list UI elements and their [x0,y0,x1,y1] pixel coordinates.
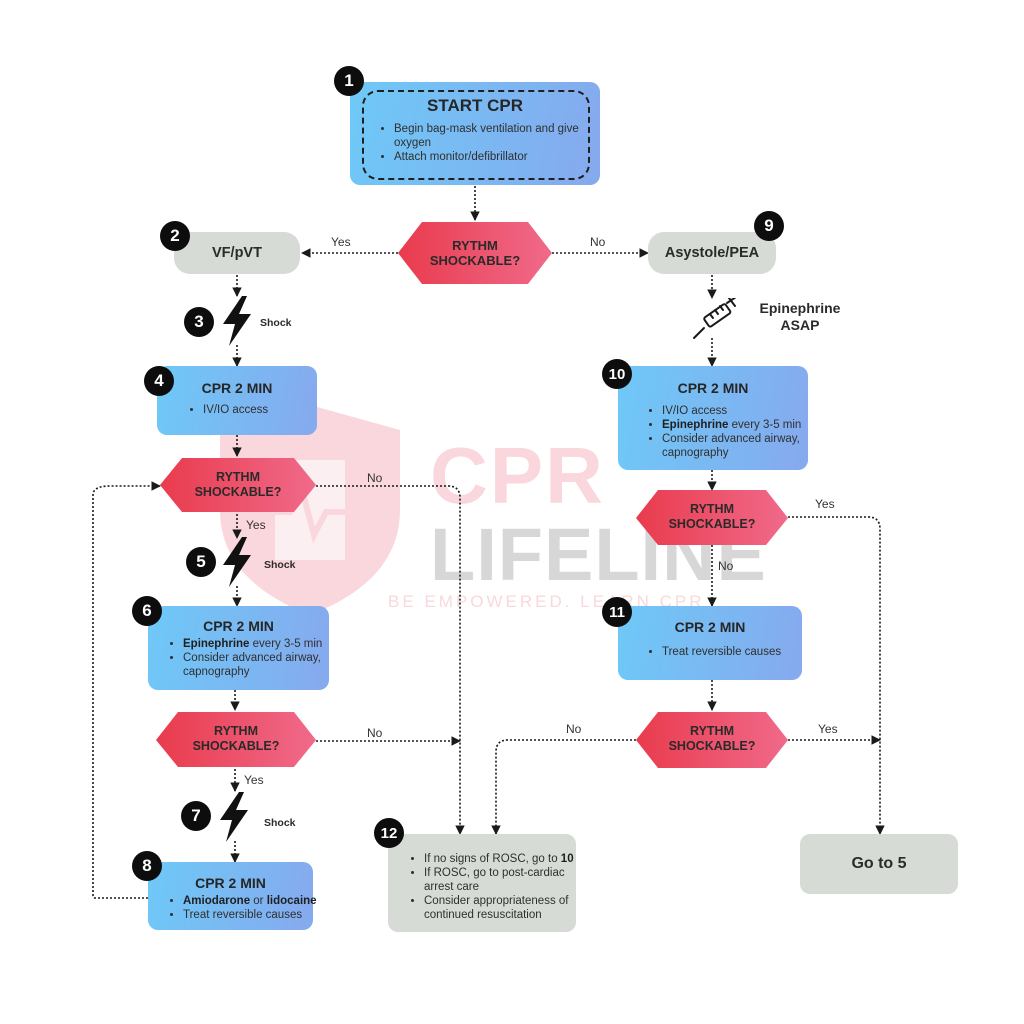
epinephrine-asap-label: Epinephrine ASAP [745,300,855,334]
lightning-bolt-icon [220,792,248,842]
cpr-2min-box-11: CPR 2 MIN Treat reversible causes [618,606,802,680]
rosc-box-12: If no signs of ROSC, go to 10 If ROSC, g… [388,834,576,932]
rhythm-shockable-decision: RYTHM SHOCKABLE? [156,712,316,767]
label-no: No [566,722,582,736]
decision-line2: SHOCKABLE? [192,739,280,753]
rosc-box-item: If no signs of ROSC, go to 10 [424,852,586,866]
start-cpr-item: Begin bag-mask ventilation and give oxyg… [394,122,594,150]
asystole-pea-node: Asystole/PEA [648,232,776,274]
edge-decision3-yes [788,516,885,835]
cpr-box-list: Amiodarone or lidocaine Treat reversible… [169,894,325,922]
step-badge-7: 7 [181,801,211,831]
cpr-box-item: Epinephrine every 3-5 min [662,418,820,432]
cpr-2min-box-10: CPR 2 MIN IV/IO access Epinephrine every… [618,366,808,470]
step-badge-6: 6 [132,596,162,626]
cpr-2min-box-6: CPR 2 MIN Epinephrine every 3-5 min Cons… [148,606,329,690]
vf-pvt-node: VF/pVT [174,232,300,274]
shock-label: Shock [264,559,296,571]
step-badge-12: 12 [374,818,404,848]
cpr-box-item: Consider advanced airway, capnography [183,651,339,679]
cpr-box-list: IV/IO access Epinephrine every 3-5 min C… [648,404,820,460]
start-cpr-box: START CPR Begin bag-mask ventilation and… [350,82,600,185]
decision-line1: RYTHM [214,724,258,738]
lightning-bolt-icon [223,296,251,346]
cpr-box-title: CPR 2 MIN [677,380,749,396]
cpr-box-item: Treat reversible causes [662,645,812,659]
label-yes: Yes [815,497,835,511]
decision-line1: RYTHM [452,238,498,253]
rhythm-shockable-decision: RYTHM SHOCKABLE? [160,458,316,512]
label-no: No [367,471,383,485]
go-to-5-node: Go to 5 [800,834,958,894]
label-yes: Yes [244,773,264,787]
edge-decision1-no [316,485,465,835]
label-yes: Yes [818,722,838,736]
shock-label: Shock [260,317,292,329]
cpr-box-title: CPR 2 MIN [195,875,266,891]
cpr-box-list: Treat reversible causes [648,645,812,659]
edge-decision4-no [491,739,636,835]
cpr-2min-box-8: CPR 2 MIN Amiodarone or lidocaine Treat … [148,862,317,930]
rhythm-shockable-decision: RYTHM SHOCKABLE? [636,712,788,768]
rosc-box-list: If no signs of ROSC, go to 10 If ROSC, g… [410,852,586,922]
cpr-box-item: IV/IO access [662,404,820,418]
step-badge-3: 3 [184,307,214,337]
epinephrine-line2: ASAP [780,317,820,333]
cpr-box-list: IV/IO access [189,403,323,417]
step-badge-9: 9 [754,211,784,241]
step-badge-5: 5 [186,547,216,577]
lightning-bolt-icon [223,537,251,587]
cpr-box-title: CPR 2 MIN [201,380,273,396]
decision-line1: RYTHM [690,724,734,738]
label-no: No [367,726,383,740]
cpr-box-title: CPR 2 MIN [674,619,746,635]
start-cpr-dashed-frame [362,90,590,180]
step-badge-8: 8 [132,851,162,881]
cpr-box-list: Epinephrine every 3-5 min Consider advan… [169,637,339,679]
label-yes: Yes [246,518,266,532]
decision-line2: SHOCKABLE? [668,739,756,753]
shock-label: Shock [264,817,296,829]
step-badge-11: 11 [602,597,632,627]
cpr-box-item: Consider advanced airway, capnography [662,432,820,460]
rosc-box-item: Consider appropriateness of continued re… [424,894,586,922]
cpr-box-item: Treat reversible causes [183,908,325,922]
label-no: No [718,559,734,573]
start-cpr-title: START CPR [426,96,523,115]
cpr-box-item: Amiodarone or lidocaine [183,894,325,908]
start-cpr-item: Attach monitor/defibrillator [394,150,594,164]
decision-line2: SHOCKABLE? [194,485,282,499]
epinephrine-line1: Epinephrine [759,300,841,316]
cpr-box-title: CPR 2 MIN [203,618,274,634]
cpr-box-item: IV/IO access [203,403,323,417]
label-yes: Yes [331,235,351,249]
decision-line2: SHOCKABLE? [668,517,756,531]
label-no: No [590,235,606,249]
decision-line1: RYTHM [690,502,734,516]
step-badge-4: 4 [144,366,174,396]
rosc-box-item: If ROSC, go to post-cardiac arrest care [424,866,586,894]
step-badge-10: 10 [602,359,632,389]
rhythm-shockable-decision: RYTHM SHOCKABLE? [398,222,552,284]
step-badge-2: 2 [160,221,190,251]
start-cpr-list: Begin bag-mask ventilation and give oxyg… [380,122,594,164]
decision-line1: RYTHM [216,470,260,484]
rhythm-shockable-decision: RYTHM SHOCKABLE? [636,490,788,545]
syringe-icon [693,298,737,339]
step-badge-1: 1 [334,66,364,96]
cpr-2min-box-4: CPR 2 MIN IV/IO access [157,366,317,435]
edge-loop-back [92,481,161,899]
decision-line2: SHOCKABLE? [429,253,521,268]
cpr-box-item: Epinephrine every 3-5 min [183,637,339,651]
